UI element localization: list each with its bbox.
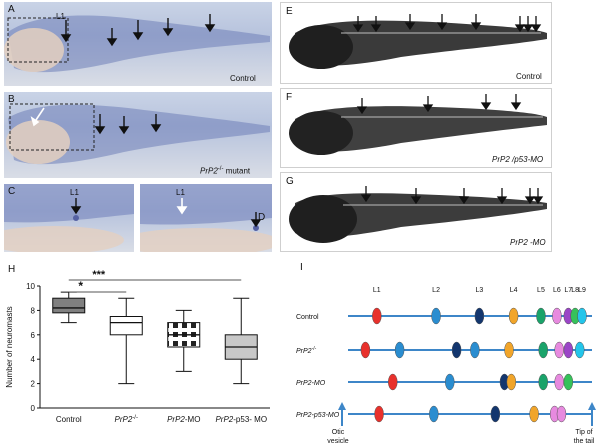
neuromast-dot <box>552 307 562 325</box>
neuromast-dot <box>538 341 548 359</box>
row-label: PrP2-p53-MO <box>296 412 340 419</box>
end-arrow-head <box>588 402 596 410</box>
neuromast-dot <box>529 405 539 423</box>
panel-b-image <box>4 92 272 178</box>
neuromast-label: L9 <box>578 287 586 294</box>
category-label: PrP2-MO <box>167 415 200 424</box>
neuromast-dot <box>563 373 574 391</box>
panel-e-arrows <box>352 14 542 33</box>
larva-c <box>4 184 134 252</box>
panel-b-arrows <box>30 107 162 135</box>
neuromast-dot <box>388 373 398 391</box>
neuromast-dot <box>431 307 441 325</box>
end-label: the tail <box>574 438 595 444</box>
larva-g <box>289 193 547 243</box>
category-label: Control <box>56 415 82 424</box>
panel-f-image <box>280 88 552 168</box>
y-tick-label: 6 <box>31 331 36 340</box>
panel-a-marker: L1 <box>56 12 65 21</box>
neuromast-dot <box>374 405 384 423</box>
panel-g-label: G <box>286 176 294 187</box>
row-label: Control <box>296 314 319 321</box>
neuromast-dot <box>574 341 585 359</box>
panel-c-marker: L1 <box>70 188 79 197</box>
start-label: Otic <box>332 429 345 436</box>
neuromast-dot <box>554 373 564 391</box>
panel-d-image <box>140 184 272 252</box>
panel-a-caption: Control <box>230 74 256 83</box>
neuromast-dot <box>538 373 548 391</box>
neuromast-dot <box>429 405 439 423</box>
panel-b-label: B <box>8 94 15 105</box>
larva-b <box>6 103 270 165</box>
larva-a <box>4 15 270 73</box>
neuromast-label: L1 <box>373 287 381 294</box>
panel-g-caption: PrP2 -MO <box>510 238 546 247</box>
panel-g-image <box>280 172 552 252</box>
neuromast-dot <box>563 341 574 359</box>
neuromast-dot <box>394 341 405 359</box>
row-label: PrP2-/- <box>296 346 317 355</box>
panel-d-arrows <box>176 198 262 228</box>
category-label: PrP2-/- <box>115 415 138 424</box>
neuromast-label: L6 <box>553 287 561 294</box>
significance-label: * <box>78 279 83 293</box>
neuromast-dot <box>506 373 517 391</box>
neuromast-label: L4 <box>510 287 518 294</box>
neuromast-label: L5 <box>537 287 545 294</box>
panel-h-label: H <box>8 264 16 275</box>
y-axis-label: Number of neuromasts <box>5 306 14 387</box>
neuromast-dot <box>577 307 587 325</box>
neuromast-dot <box>474 307 485 325</box>
box-1 <box>109 316 143 336</box>
panel-g-arrows <box>360 186 544 205</box>
significance-label: *** <box>92 269 106 281</box>
box-0 <box>52 297 86 314</box>
neuromast-dot <box>556 405 567 423</box>
panel-e-caption: Control <box>516 72 542 81</box>
neuromast-dot <box>504 341 514 359</box>
neuromast-dot <box>470 341 480 359</box>
neuromast-dot <box>554 341 564 359</box>
neuromast-label: L3 <box>476 287 484 294</box>
neuromast-dot <box>445 373 455 391</box>
panel-b-caption: PrP2-/- mutant <box>200 166 251 176</box>
start-label: vesicle <box>327 438 349 444</box>
panel-f-arrows <box>356 94 522 115</box>
neuromast-label: L8 <box>571 287 579 294</box>
neuromast-dot <box>451 341 462 359</box>
panel-d-label: D <box>258 212 266 223</box>
neuromast-dot <box>360 341 371 359</box>
larva-d <box>140 184 272 252</box>
y-tick-label: 0 <box>31 404 36 413</box>
neuromast-dot <box>490 405 501 423</box>
panel-a-arrows <box>60 14 216 47</box>
y-tick-label: 2 <box>31 380 36 389</box>
y-tick-label: 8 <box>31 306 36 315</box>
row-label: PrP2-MO <box>296 380 326 387</box>
neuromast-dot <box>508 307 519 325</box>
panel-c-label: C <box>8 186 16 197</box>
panel-e-label: E <box>286 6 293 17</box>
neuromast-dot <box>536 307 546 325</box>
panel-c-image <box>4 184 134 252</box>
panel-a-image <box>4 2 272 86</box>
neuromast-dot <box>372 307 382 325</box>
panel-f-label: F <box>286 92 293 103</box>
panel-i-label: I <box>300 262 303 273</box>
end-label: Tip of <box>575 429 592 436</box>
panel-c-arrows <box>70 198 82 215</box>
panel-a-label: A <box>8 4 15 15</box>
category-label: PrP2-p53- MO <box>215 415 267 424</box>
start-arrow-head <box>338 402 346 410</box>
neuromast-label: L7 <box>564 287 572 294</box>
neuromast-label: L2 <box>432 287 440 294</box>
y-tick-label: 4 <box>31 355 36 364</box>
panel-d-marker: L1 <box>176 188 185 197</box>
panel-f-caption: PrP2 /p53-MO <box>492 155 544 164</box>
y-tick-label: 10 <box>26 282 35 291</box>
larva-f <box>289 106 547 155</box>
